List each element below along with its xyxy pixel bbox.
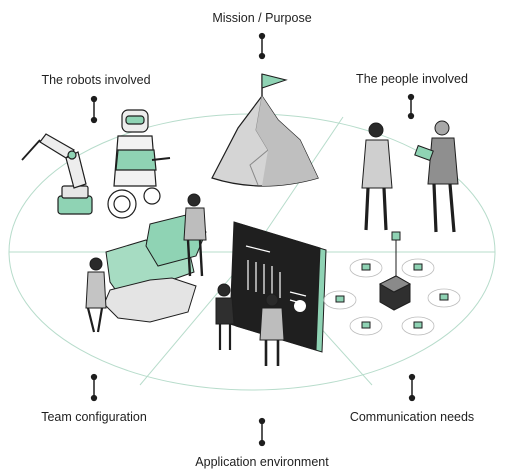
label-team: Team configuration bbox=[41, 410, 147, 424]
label-mission: Mission / Purpose bbox=[212, 11, 312, 25]
dashboard-screen-icon bbox=[229, 221, 327, 353]
label-environment: Application environment bbox=[195, 455, 329, 469]
person-man-tablet bbox=[414, 120, 459, 233]
mountain-flag-icon bbox=[211, 73, 319, 187]
robot-arm-icon bbox=[21, 133, 93, 215]
label-people: The people involved bbox=[356, 72, 468, 86]
mobile-robot-icon bbox=[107, 109, 171, 219]
person-man-screen bbox=[259, 293, 285, 366]
connector-pins bbox=[90, 32, 416, 447]
person-woman-left bbox=[85, 257, 107, 333]
label-communication: Communication needs bbox=[349, 410, 475, 424]
person-woman-screen bbox=[215, 283, 235, 350]
person-man-phone bbox=[361, 122, 393, 231]
label-robots: The robots involved bbox=[41, 73, 151, 87]
person-man-puzzle bbox=[183, 193, 207, 277]
network-node-icon bbox=[323, 231, 461, 336]
